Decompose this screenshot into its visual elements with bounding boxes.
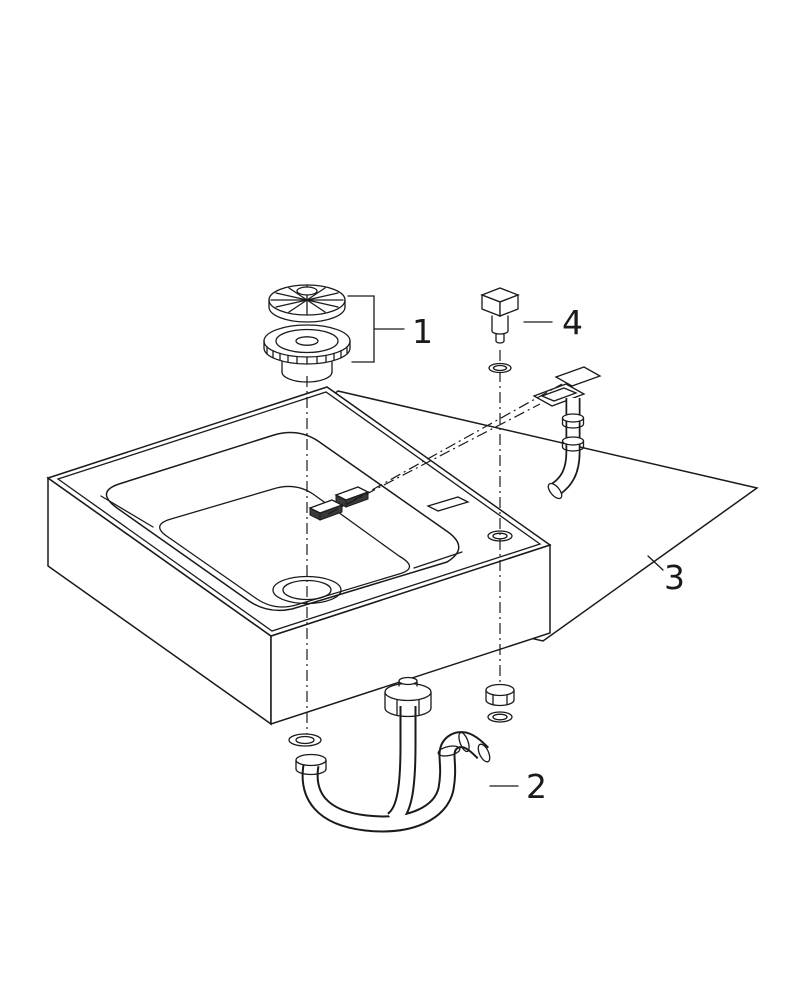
- trap-assembly-part-2: [288, 676, 519, 833]
- overflow-gasket-ring: [487, 711, 513, 723]
- trap-body-fill: [303, 733, 488, 831]
- leader-line-1: [347, 295, 405, 363]
- trap-left-nut: [295, 753, 327, 776]
- leader-line-3: [647, 555, 664, 571]
- overflow-pipe-end: [547, 482, 563, 500]
- overflow-pipe-fill: [552, 398, 579, 494]
- overflow-assembly: [532, 366, 602, 500]
- bowl-floor: [159, 485, 411, 608]
- plug-head-right: [499, 294, 519, 317]
- overflow-escutcheon: [532, 383, 586, 407]
- plug-o-ring: [488, 362, 512, 374]
- callout-label-1: 1: [412, 312, 433, 351]
- strainer-knob: [296, 286, 318, 296]
- bowl-wall-edge-right: [413, 551, 463, 569]
- elbow-rib-2: [458, 731, 470, 753]
- strainer-flange: [263, 324, 351, 383]
- overflow-nut-1: [561, 413, 585, 429]
- sink-rim-inner-edge: [56, 391, 542, 632]
- plug-shaft: [491, 315, 509, 344]
- axis-overflow-2: [353, 383, 563, 501]
- strainer-basket: [268, 284, 346, 323]
- callout-label-3: 3: [664, 558, 685, 597]
- trap-outlet-end: [477, 743, 491, 763]
- bowl-wall-edge-left: [100, 495, 154, 528]
- trap-inlet-fill: [387, 706, 415, 826]
- trap-washer: [288, 733, 322, 747]
- overflow-escutcheon-inner: [540, 387, 578, 402]
- overflow-back-plate: [554, 366, 602, 387]
- axis-overflow-1: [327, 403, 541, 515]
- drain-hole-outer: [272, 575, 342, 605]
- strainer-ribs: [270, 285, 344, 315]
- flange-knurl: [266, 346, 348, 365]
- callout-label-2: 2: [526, 767, 547, 806]
- alignment-axes: [306, 350, 563, 738]
- overflow-nut-fitting: [485, 683, 515, 707]
- elbow-rib-1: [437, 745, 461, 757]
- overflow-nut-2: [561, 436, 585, 452]
- trap-inlet-nut: [384, 676, 432, 718]
- plug-part-4: [480, 287, 553, 374]
- overflow-slot: [426, 496, 470, 512]
- strainer-assembly-part-1: [263, 284, 405, 383]
- callout-label-4: 4: [562, 303, 583, 342]
- sink-basin: [46, 386, 552, 726]
- callouts: 1 2 3 4: [412, 303, 685, 806]
